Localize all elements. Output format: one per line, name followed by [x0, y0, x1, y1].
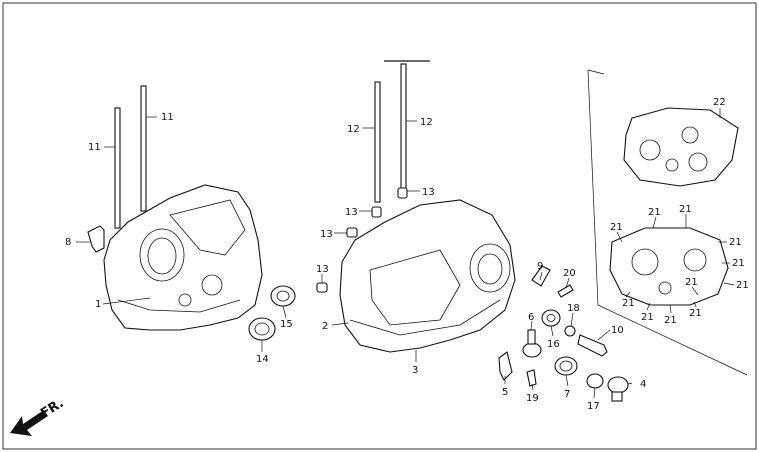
callout-17: 17	[587, 401, 600, 412]
shaft-10	[577, 334, 608, 357]
left-crankcase-bore	[139, 228, 185, 282]
callout-2: 2	[322, 321, 328, 332]
callout-20: 20	[563, 268, 576, 279]
callout-13-a: 13	[422, 187, 435, 198]
callout-12-rear: 12	[420, 117, 433, 128]
inset-boundary	[587, 69, 748, 376]
callout-5: 5	[502, 387, 508, 398]
right-crankcase-half	[339, 199, 516, 353]
left-crankcase-edge	[117, 299, 241, 313]
callout-11-rear: 11	[161, 112, 174, 123]
callout-12-front: 12	[347, 124, 360, 135]
callout-21-h: 21	[622, 298, 635, 309]
callout-7: 7	[564, 389, 570, 400]
callout-16: 16	[547, 339, 560, 350]
stud-bolt-11-front	[114, 107, 121, 229]
dowel-pin-13-d	[316, 282, 328, 293]
gasket-22	[623, 107, 739, 187]
callout-13-d: 13	[316, 264, 329, 275]
gasket-22-hole-b	[681, 126, 699, 144]
gasket-22-hole-d	[665, 158, 679, 172]
callout-13-c: 13	[320, 229, 333, 240]
o-ring-18	[564, 325, 576, 337]
drain-plug-4	[607, 376, 629, 402]
dowel-pin-13-b	[397, 187, 408, 199]
bracket-5	[498, 351, 513, 381]
callout-6: 6	[528, 312, 534, 323]
callout-22: 22	[713, 97, 726, 108]
gasket-21-hole-a	[631, 248, 659, 276]
left-crankcase-rib	[169, 199, 246, 256]
front-direction-indicator: FR.	[10, 396, 67, 436]
leader-lines	[76, 108, 735, 399]
stud-bolt-11-rear	[140, 85, 147, 212]
gasket-inset-group	[587, 69, 748, 376]
callout-21-e: 21	[732, 258, 745, 269]
right-crankcase-bore-inner	[477, 253, 503, 285]
gasket-22-hole-a	[639, 139, 661, 161]
callout-10: 10	[611, 325, 624, 336]
callout-15: 15	[280, 319, 293, 330]
left-crankcase-bore-inner	[147, 237, 177, 275]
front-arrow-icon	[10, 410, 48, 436]
right-crankcase-rib	[369, 249, 461, 326]
callout-3: 3	[412, 365, 418, 376]
gasket-22-hole-c	[688, 152, 708, 172]
callout-21-c: 21	[679, 204, 692, 215]
callout-19: 19	[526, 393, 539, 404]
callout-8: 8	[65, 237, 71, 248]
left-crankcase-group	[87, 85, 296, 341]
callout-21-b: 21	[648, 207, 661, 218]
callout-18: 18	[567, 303, 580, 314]
callout-11-front: 11	[88, 142, 101, 153]
callout-1: 1	[95, 299, 101, 310]
left-crankcase-half	[103, 184, 263, 331]
dowel-pin-13-c	[346, 227, 358, 238]
bolt-19	[526, 369, 537, 387]
callout-21-g: 21	[685, 277, 698, 288]
bracket-8	[87, 225, 105, 253]
callout-9: 9	[537, 261, 543, 272]
callout-21-d: 21	[729, 237, 742, 248]
gasket-21-hole-c	[658, 281, 672, 295]
spring-7	[554, 356, 578, 376]
needle-bearing-15	[270, 285, 296, 307]
callout-21-j: 21	[664, 315, 677, 326]
right-crankcase-group	[316, 63, 516, 353]
left-crankcase-boss	[201, 274, 223, 296]
bolt-20	[557, 284, 574, 298]
gasket-21-hole-b	[683, 248, 707, 272]
stud-bolt-12-front	[374, 81, 381, 203]
callout-21-i: 21	[641, 312, 654, 323]
callout-13-b: 13	[345, 207, 358, 218]
right-crankcase-edge	[349, 299, 501, 336]
oil-seal-16	[541, 309, 561, 327]
left-crankcase-boss-small	[178, 293, 192, 307]
callout-14: 14	[256, 354, 269, 365]
small-parts-group	[498, 265, 629, 402]
gear-6	[522, 329, 542, 358]
stud-bolt-12-rear	[400, 63, 407, 190]
right-crankcase-bore	[469, 243, 511, 293]
needle-bearing-14	[248, 317, 276, 341]
inset-boundary-tick	[587, 69, 605, 75]
dowel-pin-13-a	[371, 206, 382, 218]
callout-21-a: 21	[610, 222, 623, 233]
callout-21-f: 21	[736, 280, 749, 291]
callout-21-k: 21	[689, 308, 702, 319]
gasket-21	[609, 227, 729, 306]
callout-labels: 11 11 8 1 15 14 12 12 13 13 13 13 2 3 9 …	[65, 97, 749, 412]
o-ring-17	[586, 373, 604, 389]
callout-4: 4	[640, 379, 646, 390]
